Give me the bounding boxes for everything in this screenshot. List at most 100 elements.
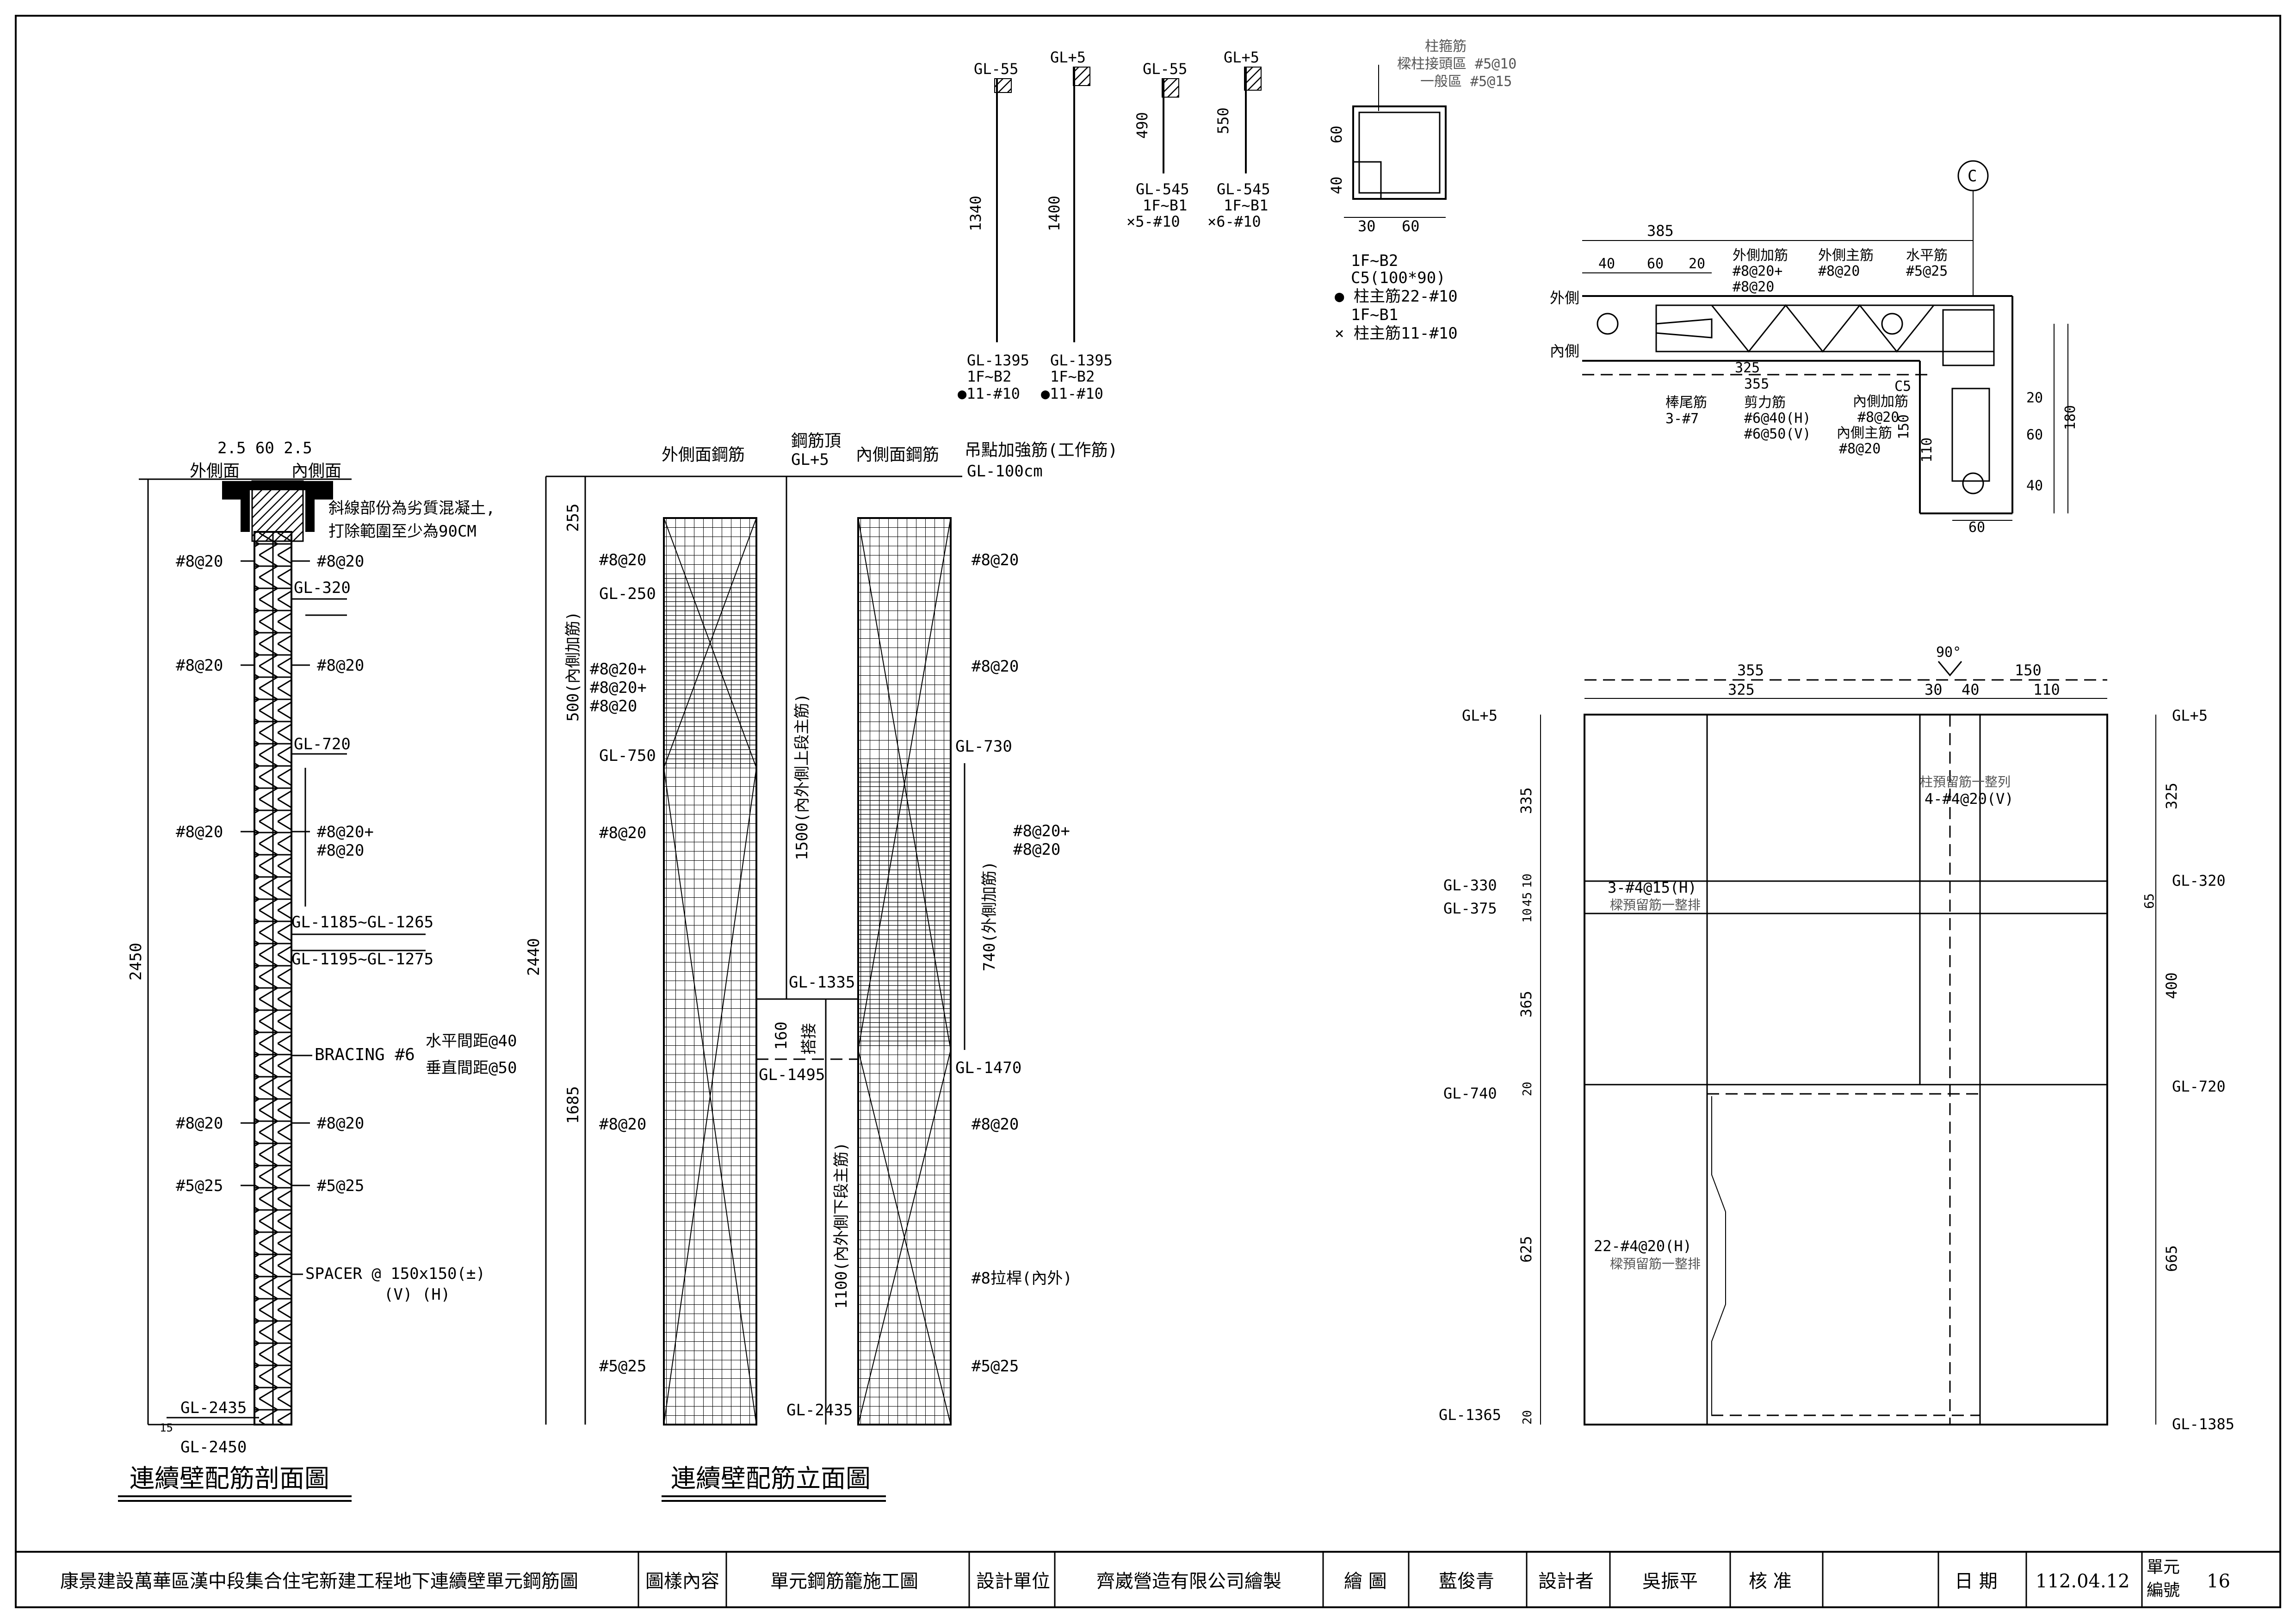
section-bracing-v: 垂直間距@50 [426,1059,517,1077]
section-left-label: #8@20 [176,656,223,675]
bar-bot2: 1F~B2 [967,368,1011,385]
elev-left-b1: #8@20+ [590,660,647,679]
elev-gl-1335: GL-1335 [789,973,855,992]
panel-beam1: 3-#4@15(H) [1608,879,1697,896]
plan-horiz: 水平筋 [1906,247,1948,264]
bar-bot1: GL-545 [1136,180,1189,198]
bar-bot1: GL-1395 [967,352,1029,369]
bar-bot2: 1F~B2 [1050,368,1095,385]
elev-outer-add-zone [664,574,756,768]
plan-outer-add: 外側加筋 [1733,247,1788,264]
plan-c5: C5 [1894,378,1911,395]
bar-dim: 490 [1133,112,1151,139]
plan-outer-add-v1: #8@20+ [1733,263,1782,279]
title-block: 康景建設萬華區漢中段集合住宅新建工程地下連續壁單元鋼筋圖 圖樣內容 單元鋼筋籠施… [15,1551,2281,1608]
section-inner-face: 內側面 [291,462,341,481]
panel-r665: 665 [2163,1245,2180,1272]
panel-gl-1365: GL-1365 [1439,1406,1501,1424]
elev-dim-740: 740(外側加筋) [980,861,999,971]
plan-d110: 110 [1919,438,1935,463]
tb-unit-label-2: 編號 [2147,1581,2180,1600]
panel-d150: 150 [2015,661,2042,679]
elevation-view: 外側面鋼筋 鋼筋頂 GL+5 內側面鋼筋 吊點加強筋(工作筋) GL-100cm… [525,432,1118,1502]
plan-shear: 剪力筋 [1744,395,1786,411]
elev-right-c2: #8@20 [1013,840,1060,859]
plan-outer-main-v: #8@20 [1818,263,1860,279]
panel-gl-320: GL-320 [2172,872,2226,889]
plan-tail: 棒尾筋 [1665,395,1707,411]
plan-outer-add-v2: #8@20 [1733,279,1774,295]
section-right-label: #8@20+ [317,823,374,841]
plan-inner-add-v: #8@20 [1857,409,1899,426]
column-bars: GL-55 1340 GL-1395 1F~B2 ●11-#10 GL+5 14… [958,49,1270,402]
tb-drawn-label: 繪 圖 [1344,1571,1387,1592]
panel-d325: 325 [1728,681,1755,698]
bar-bot1: GL-1395 [1050,352,1113,369]
section-spacer-vh: (V) (H) [384,1285,450,1304]
panel-l10: 10 [1521,874,1535,888]
bar-top: GL+5 [1224,49,1259,66]
bar-top: GL+5 [1050,49,1086,66]
plan-tail-v: 3-#7 [1665,411,1699,427]
col-note-5: × 柱主筋11-#10 [1335,324,1458,343]
tb-designer-label: 設計者 [1538,1571,1594,1592]
bar-bot3: ●11-#10 [958,385,1020,402]
section-gl-720: GL-720 [294,735,351,753]
panel-l335: 335 [1517,787,1535,814]
panel-gl-1385: GL-1385 [2172,1415,2234,1433]
column-section: 柱箍筋 樑柱接頭區 #5@10 一般區 #5@15 60 40 30 60 1F… [1328,38,1516,343]
section-bottom-dim: 15 [160,1421,173,1434]
section-right-label: #8@20 [317,656,364,675]
col-dim-60v: 60 [1328,125,1345,143]
col-stirrup: 柱箍筋 [1425,38,1467,55]
elev-dim-160: 160 [772,1022,791,1050]
section-gl-1185: GL-1185~GL-1265 [291,913,433,932]
grid-label: C [1968,167,1977,185]
col-note-1: 1F~B2 [1351,252,1398,270]
plan-d60b: 60 [2026,427,2043,443]
plan-d60: 60 [1647,256,1664,272]
panel-gl-p5-r: GL+5 [2172,707,2208,724]
panel-beam2: 22-#4@20(H) [1594,1237,1692,1255]
plan-outer: 外側 [1550,289,1579,307]
tb-date: 112.04.12 [2036,1571,2130,1592]
elevation-title: 連續壁配筋立面圖 [671,1464,871,1493]
bar-dim: 1400 [1046,196,1063,231]
bar-bot2: 1F~B1 [1143,197,1187,214]
bar-bot2: 1F~B1 [1224,197,1268,214]
col-dim-40v: 40 [1328,176,1345,194]
bar-bot3: ×6-#10 [1207,213,1261,230]
elev-gl-1495: GL-1495 [759,1066,825,1084]
panel-beam1-note: 樑預留筋一整排 [1610,897,1701,913]
elev-left-c: #8@20 [599,824,646,842]
elev-gl-plus5: GL+5 [791,450,829,469]
tb-unit-label-1: 單元 [2147,1558,2180,1577]
panel-gl-p5-l: GL+5 [1462,707,1498,724]
panel-beam2-note: 樑預留筋一整排 [1610,1256,1701,1271]
section-height: 2450 [127,943,145,981]
tb-drawn: 藍俊青 [1439,1571,1494,1592]
panel-angle: 90° [1936,644,1961,660]
elev-left-b3: #8@20 [590,697,637,716]
plan-d150: 150 [1896,414,1912,439]
section-left-label: #8@20 [176,823,223,841]
tb-design-unit-label: 設計單位 [976,1571,1050,1592]
col-dim-30: 30 [1358,217,1376,235]
bar-bot1: GL-545 [1217,180,1270,198]
section-left-label: #5@25 [176,1177,223,1195]
elev-left-d: #8@20 [599,1115,646,1134]
panel-d40: 40 [1962,681,1980,698]
section-left-label: #8@20 [176,552,223,571]
elev-tie: #8拉桿(內外) [972,1269,1072,1288]
section-view: 2.5 60 2.5 外側面 內側面 斜線部份為劣質混凝土, 打除範圍至少為90… [118,439,517,1502]
section-gl-2450: GL-2450 [180,1438,247,1456]
elev-outer-label: 外側面鋼筋 [662,445,745,464]
elev-dim-500: 500(內側加筋) [564,611,582,722]
section-left-label: #8@20 [176,1114,223,1133]
col-note-4: 1F~B1 [1351,306,1398,324]
plan-d355: 355 [1744,376,1769,392]
section-outer-face: 外側面 [190,462,240,481]
panel-r65: 65 [2141,893,2157,909]
col-stirrup-a: 樑柱接頭區 #5@10 [1397,56,1516,72]
